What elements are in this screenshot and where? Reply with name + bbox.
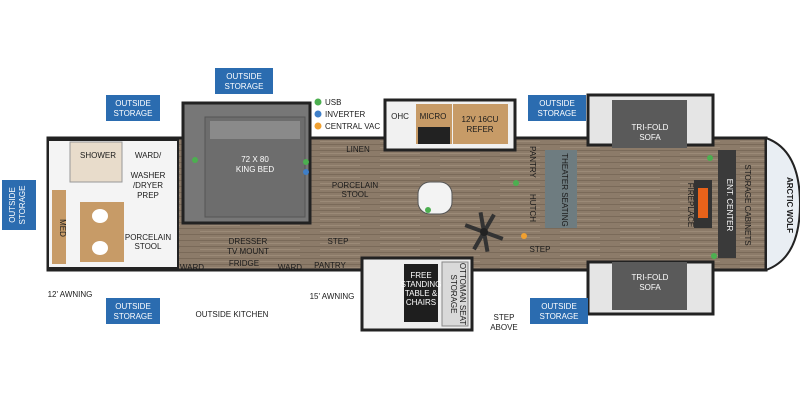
label-awning-12: 12' AWNING	[48, 290, 93, 299]
label-theater-seating: THEATER SEATING	[560, 153, 569, 227]
label-ward-left: WARD	[180, 263, 204, 272]
badge-top-left-line1: OUTSIDE	[115, 99, 151, 108]
label-ward-dryer: WARD/	[135, 151, 162, 160]
usb-outlet	[192, 157, 198, 163]
label-tri-fold-bottom-1: TRI-FOLD	[632, 273, 669, 282]
legend: USB INVERTER CENTRAL VAC	[314, 98, 380, 131]
bed-pillows	[210, 121, 300, 139]
label-ottoman-seat: OTTOMAN SEAT	[458, 263, 467, 325]
sink-top	[92, 209, 108, 223]
label-linen: LINEN	[346, 145, 370, 154]
label-tv-mount: TV MOUNT	[227, 247, 269, 256]
label-free-3: TABLE &	[405, 289, 438, 298]
refer-cabinet	[453, 104, 508, 144]
label-ohc: OHC	[391, 112, 409, 121]
label-bed-size: 72 X 80	[241, 155, 269, 164]
label-refer-1: 12V 16CU	[462, 115, 499, 124]
badge-top-right-line2: STORAGE	[538, 109, 577, 118]
theater-seating-unit	[545, 150, 577, 228]
label-storage-cabinets: STORAGE CABINETS	[743, 164, 752, 245]
brand-logo: ARCTIC WOLF	[785, 177, 794, 233]
badge-bottom-left-line1: OUTSIDE	[115, 302, 151, 311]
med-cabinet	[52, 190, 66, 264]
label-hutch: HUTCH	[528, 194, 537, 222]
ceiling-fan	[464, 211, 504, 253]
label-washer: WASHER	[131, 171, 166, 180]
label-porcelain-half-2: STOOL	[342, 190, 370, 199]
cooktop	[418, 127, 450, 144]
label-king-bed: KING BED	[236, 165, 274, 174]
badge-bottom-left: OUTSIDE STORAGE	[106, 298, 160, 324]
legend-usb: USB	[325, 98, 341, 107]
label-shower: SHOWER	[80, 151, 116, 160]
label-ward-right: WARD	[278, 263, 302, 272]
label-free-1: FREE	[410, 271, 431, 280]
label-storage: STORAGE	[449, 275, 458, 314]
badge-bottom-left-line2: STORAGE	[114, 312, 153, 321]
usb-outlet	[711, 253, 717, 259]
badge-bottom-right-line1: OUTSIDE	[541, 302, 577, 311]
label-outside-kitchen: OUTSIDE KITCHEN	[196, 310, 269, 319]
label-dryer: /DRYER	[133, 181, 163, 190]
label-pantry-top: PANTRY	[528, 146, 537, 178]
badge-bottom-right-line2: STORAGE	[540, 312, 579, 321]
usb-outlet	[707, 155, 713, 161]
fireplace-flame	[698, 188, 708, 218]
usb-outlet	[303, 159, 309, 165]
label-prep: PREP	[137, 191, 159, 200]
label-porcelain-bath-2: STOOL	[135, 242, 163, 251]
ent-center-unit	[718, 150, 736, 258]
label-porcelain-bath-1: PORCELAIN	[125, 233, 171, 242]
inverter-outlet	[303, 169, 309, 175]
badge-top-center-line1: OUTSIDE	[226, 72, 262, 81]
legend-central-vac: CENTRAL VAC	[325, 122, 380, 131]
label-ent-center: ENT. CENTER	[725, 179, 734, 232]
label-step-right: STEP	[530, 245, 551, 254]
legend-inverter: INVERTER	[325, 110, 366, 119]
label-step-above-2: ABOVE	[490, 323, 518, 332]
label-ice: ICE	[205, 287, 218, 296]
badge-bottom-right: OUTSIDE STORAGE	[530, 298, 588, 324]
label-step-above-1: STEP	[494, 313, 515, 322]
label-tri-fold-top-1: TRI-FOLD	[632, 123, 669, 132]
inverter-dot	[314, 110, 322, 118]
sofa-top	[612, 100, 687, 148]
sofa-bottom	[612, 262, 687, 310]
label-refer-2: REFER	[466, 125, 493, 134]
label-step-left: STEP	[328, 237, 349, 246]
label-fridge: FRIDGE	[229, 259, 259, 268]
usb-dot	[314, 98, 322, 106]
badge-front-left: OUTSIDE STORAGE	[2, 180, 36, 230]
sink-bottom	[92, 241, 108, 255]
badge-top-left-line2: STORAGE	[114, 109, 153, 118]
label-fireplace: FIREPLACE	[686, 183, 695, 227]
badge-top-right: OUTSIDE STORAGE	[528, 95, 586, 121]
label-awning-15: 15' AWNING	[310, 292, 355, 301]
label-dresser: DRESSER	[229, 237, 268, 246]
label-porcelain-half-1: PORCELAIN	[332, 181, 378, 190]
badge-top-left: OUTSIDE STORAGE	[106, 95, 160, 121]
badge-top-right-line1: OUTSIDE	[539, 99, 575, 108]
badge-front-left-line2: STORAGE	[18, 186, 27, 225]
usb-outlet	[425, 207, 431, 213]
label-free-2: STANDING	[401, 280, 442, 289]
shower-stall	[69, 141, 123, 183]
ottoman-seat	[441, 261, 469, 327]
label-tri-fold-top-2: SOFA	[639, 133, 661, 142]
label-med: MED	[58, 219, 67, 237]
label-micro: MICRO	[420, 112, 447, 121]
label-free-4: CHAIRS	[406, 298, 436, 307]
badge-top-center: OUTSIDE STORAGE	[215, 68, 273, 94]
central-vac-outlet	[521, 233, 527, 239]
usb-outlet	[513, 180, 519, 186]
kitchen-island	[417, 181, 453, 215]
badge-front-left-line1: OUTSIDE	[8, 187, 17, 223]
label-tri-fold-bottom-2: SOFA	[639, 283, 661, 292]
central-vac-dot	[314, 122, 322, 130]
dining-table	[404, 264, 438, 322]
label-pantry-bottom: PANTRY	[314, 261, 346, 270]
badge-top-center-line2: STORAGE	[225, 82, 264, 91]
